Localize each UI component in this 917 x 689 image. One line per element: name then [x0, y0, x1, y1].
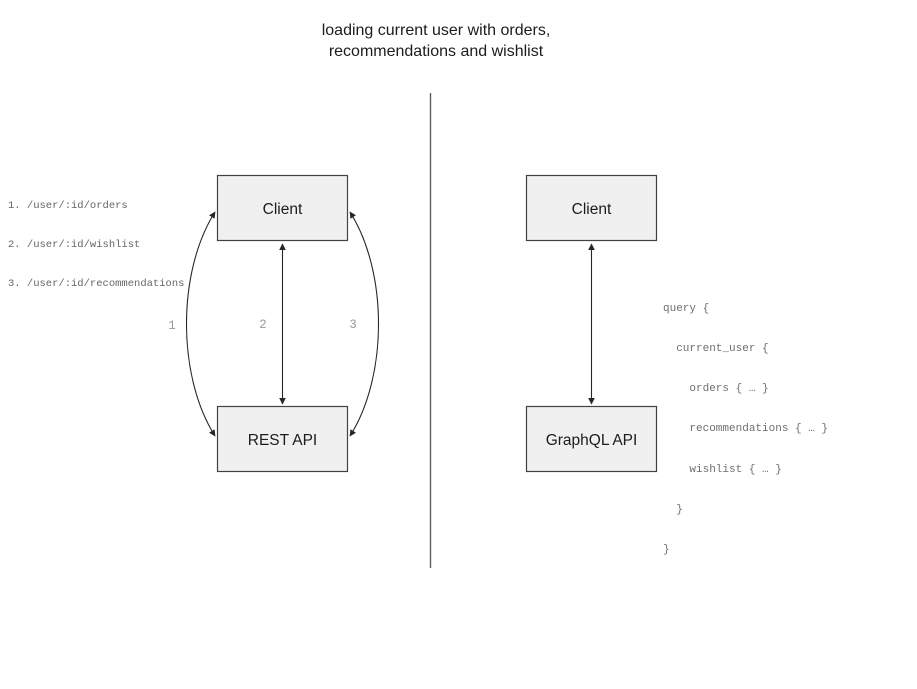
rest-endpoint-item: 3. /user/:id/recommendations: [8, 278, 185, 290]
diagram-title: loading current user with orders, recomm…: [236, 20, 636, 62]
rest-arrow-3-label: 3: [349, 318, 357, 332]
graphql-client-node: Client: [525, 174, 658, 242]
diagram-title-line-2: recommendations and wishlist: [328, 43, 544, 60]
diagram-title-line-1: loading current user with orders,: [321, 22, 551, 39]
query-line: wishlist { … }: [663, 463, 782, 476]
rest-api-label: REST API: [248, 432, 318, 449]
query-line: current_user {: [663, 343, 769, 356]
graphql-client-box: [525, 174, 658, 242]
rest-endpoint-item: 2. /user/:id/wishlist: [8, 239, 141, 251]
query-line: }: [663, 544, 670, 557]
rest-arrow-1: [185, 211, 216, 437]
rest-endpoint-item: 1. /user/:id/orders: [8, 200, 128, 212]
query-line: orders { … }: [663, 383, 769, 396]
rest-endpoints-list: 1. /user/:id/orders 2. /user/:id/wishlis…: [8, 174, 184, 317]
rest-client-node: Client: [216, 174, 349, 242]
graphql-api-label: GraphQL API: [546, 432, 638, 449]
rest-arrow-3: [349, 211, 380, 437]
rest-arrow-1-label: 1: [168, 319, 176, 333]
rest-api-box: [216, 405, 349, 473]
graphql-api-box: [525, 405, 658, 473]
rest-client-box: [216, 174, 349, 242]
query-line: recommendations { … }: [663, 423, 829, 436]
query-line: }: [663, 503, 683, 516]
graphql-query-code: query { current_user { orders { … } reco…: [663, 276, 828, 584]
graphql-api-node: GraphQL API: [525, 405, 658, 473]
query-line: query {: [663, 302, 710, 315]
rest-api-node: REST API: [216, 405, 349, 473]
rest-client-label: Client: [263, 201, 303, 218]
rest-arrow-2-label: 2: [259, 318, 267, 332]
graphql-client-label: Client: [572, 201, 612, 218]
